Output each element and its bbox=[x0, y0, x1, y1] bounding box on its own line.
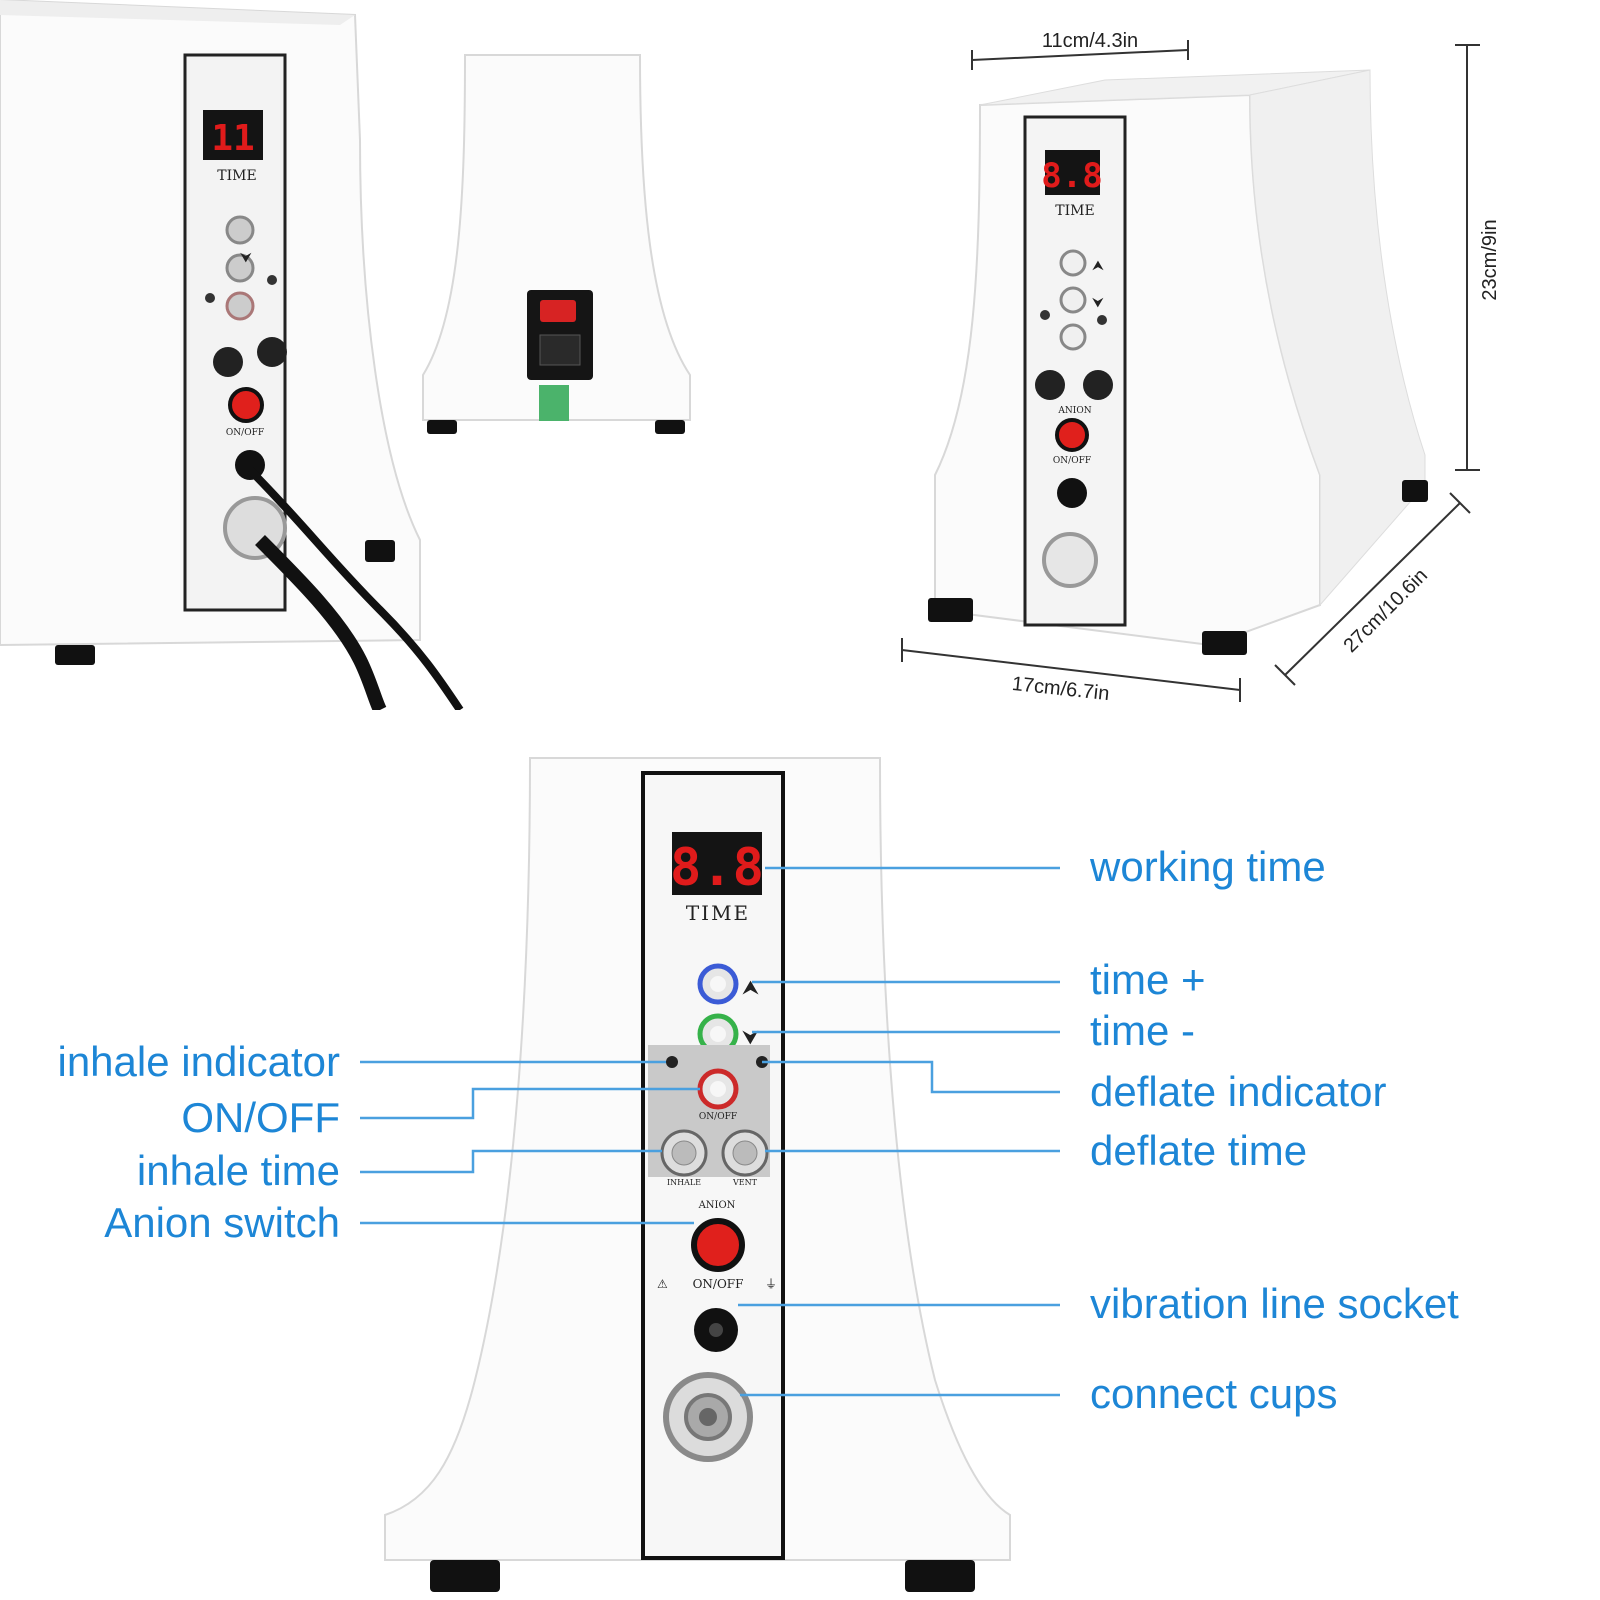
dimension-view-deflate-indicator bbox=[1097, 315, 1107, 325]
dimension-view-anion-button[interactable] bbox=[1055, 418, 1089, 452]
dimension-view-foot-back bbox=[1402, 480, 1428, 502]
front-view-foot-right bbox=[905, 1560, 975, 1592]
inhale-knob-label: INHALE bbox=[667, 1178, 701, 1187]
dimension-depth-tick-front bbox=[1274, 664, 1296, 686]
side-view-inhale-indicator bbox=[205, 293, 215, 303]
dimension-depth-line bbox=[1284, 502, 1461, 676]
side-view-foot-left bbox=[55, 645, 95, 665]
dimension-width-bottom-line bbox=[901, 649, 1241, 691]
side-view-onoff-button[interactable] bbox=[225, 291, 255, 321]
arrow-up-icon: ⮝ bbox=[742, 975, 759, 999]
dimension-view-time-label: TIME bbox=[1055, 203, 1094, 219]
front-view-photo: 8.8 TIME ⮝ ⮟ ON/OFF INHALE VENT ANION ⚠ … bbox=[360, 757, 1060, 1592]
back-view-machine-body bbox=[422, 54, 691, 421]
anion-switch-button[interactable] bbox=[691, 1218, 745, 1272]
label-connect-cups: connect cups bbox=[1090, 1370, 1338, 1417]
dimension-width-bottom-label: 17cm/6.7in bbox=[1011, 673, 1111, 705]
back-view-power-inlet[interactable] bbox=[539, 334, 581, 366]
side-view-foot-right bbox=[365, 540, 395, 562]
side-view-top-edge bbox=[0, 0, 355, 25]
label-onoff: ON/OFF bbox=[181, 1094, 340, 1141]
dimension-view-time-down-button[interactable] bbox=[1059, 286, 1087, 314]
callout-line-deflate-indicator bbox=[762, 1060, 1060, 1094]
side-view-vent-knob[interactable] bbox=[257, 337, 287, 367]
dimension-view-inhale-knob[interactable] bbox=[1035, 370, 1065, 400]
back-view-rocker-switch[interactable] bbox=[540, 300, 576, 322]
dimension-view-vent-knob[interactable] bbox=[1083, 370, 1113, 400]
label-working-time: working time bbox=[1090, 843, 1326, 890]
side-view-time-down-button[interactable] bbox=[225, 253, 255, 283]
dimension-view-photo: 8.8 TIME ⮝ ⮟ ANION ON/OFF 11cm/4.3in 23c… bbox=[901, 30, 1501, 705]
label-deflate-time: deflate time bbox=[1090, 1127, 1308, 1174]
time-label: TIME bbox=[686, 901, 750, 925]
dimension-view-anion-label: ANION bbox=[1057, 406, 1091, 416]
side-view-power-label: ON/OFF bbox=[226, 428, 264, 438]
dimension-width-top-line bbox=[971, 49, 1189, 61]
dimension-view-foot-left bbox=[928, 598, 973, 622]
dimension-view-arrow-down-icon: ⮟ bbox=[1092, 295, 1104, 311]
side-view-lcd-digits: 11 bbox=[211, 118, 254, 159]
label-time-minus: time - bbox=[1090, 1007, 1195, 1054]
side-view-cup-hose bbox=[255, 535, 387, 710]
working-time-display bbox=[672, 832, 762, 895]
dimension-view-power-label: ON/OFF bbox=[1053, 456, 1091, 466]
side-view-time-label: TIME bbox=[217, 168, 256, 184]
deflate-time-knob-center bbox=[732, 1140, 758, 1166]
side-view-anion-button[interactable] bbox=[228, 387, 264, 423]
side-view-arrow-down-icon: ⮟ bbox=[240, 250, 252, 266]
connect-cups-port-hole bbox=[699, 1408, 717, 1426]
dimension-view-onoff-button[interactable] bbox=[1059, 323, 1087, 351]
inhale-indicator-led bbox=[666, 1056, 678, 1068]
dimension-depth-tick-back bbox=[1449, 492, 1471, 514]
dimension-view-time-up-button[interactable] bbox=[1059, 249, 1087, 277]
label-time-plus: time + bbox=[1090, 956, 1206, 1003]
warning-icon: ⚠ bbox=[657, 1277, 668, 1291]
label-inhale-time: inhale time bbox=[136, 1147, 340, 1194]
label-inhale-indicator: inhale indicator bbox=[57, 1038, 340, 1085]
dimension-view-lcd bbox=[1045, 150, 1100, 195]
side-view-time-up-button[interactable] bbox=[225, 215, 255, 245]
back-view-photo bbox=[422, 54, 691, 434]
side-view-lcd bbox=[203, 110, 263, 160]
dimension-view-foot-front-right bbox=[1202, 631, 1247, 655]
time-minus-button-cap bbox=[710, 1026, 726, 1042]
vent-knob-label: VENT bbox=[732, 1178, 758, 1187]
time-plus-button-cap bbox=[710, 976, 726, 992]
power-onoff-label: ON/OFF bbox=[693, 1277, 744, 1291]
dimension-view-inhale-indicator bbox=[1040, 310, 1050, 320]
onoff-button-cap bbox=[710, 1081, 726, 1097]
dimension-depth-label: 27cm/10.6in bbox=[1339, 564, 1432, 657]
front-view-foot-left bbox=[430, 1560, 500, 1592]
callout-line-onoff bbox=[360, 1087, 700, 1120]
dimension-view-arrow-up-icon: ⮝ bbox=[1092, 258, 1104, 274]
back-view-sticker bbox=[539, 385, 569, 421]
dimension-height-label: 23cm/9in bbox=[1479, 219, 1501, 300]
plug-icon: ⏚ bbox=[765, 1277, 777, 1291]
back-view-foot-right bbox=[655, 420, 685, 434]
label-deflate-indicator: deflate indicator bbox=[1090, 1068, 1387, 1115]
label-anion-switch: Anion switch bbox=[104, 1199, 340, 1246]
anion-label: ANION bbox=[698, 1200, 736, 1211]
callout-line-inhale-time bbox=[360, 1149, 662, 1174]
side-view-vibration-cable bbox=[247, 467, 464, 710]
side-view-deflate-indicator bbox=[267, 275, 277, 285]
working-time-digits: 8.8 bbox=[670, 838, 764, 898]
side-view-photo: 11 TIME ⮟ ON/OFF bbox=[0, 0, 464, 710]
back-view-foot-left bbox=[427, 420, 457, 434]
dimension-width-top-label: 11cm/4.3in bbox=[1042, 30, 1138, 52]
label-vibration-line-socket: vibration line socket bbox=[1090, 1280, 1459, 1327]
dimension-view-cup-connector[interactable] bbox=[1042, 532, 1098, 588]
inhale-time-knob-center bbox=[671, 1140, 697, 1166]
dimension-view-vibration-socket[interactable] bbox=[1057, 478, 1087, 508]
onoff-small-label: ON/OFF bbox=[699, 1112, 737, 1122]
vibration-line-socket-pin bbox=[709, 1323, 723, 1337]
side-view-inhale-knob[interactable] bbox=[213, 347, 243, 377]
dimension-view-lcd-digits: 8.8 bbox=[1041, 156, 1102, 196]
